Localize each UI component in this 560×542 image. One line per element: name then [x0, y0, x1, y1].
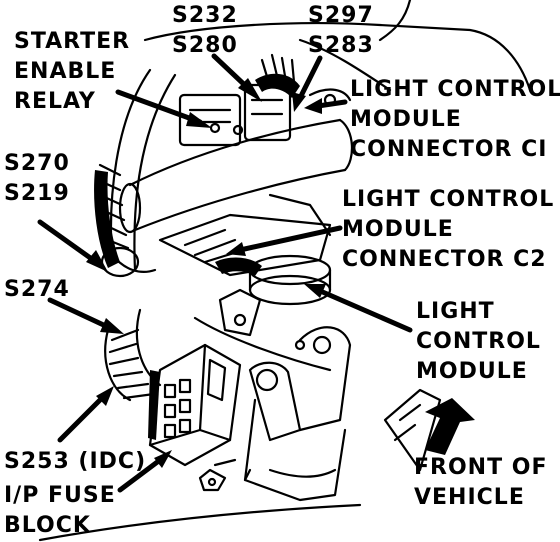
label-light-control-module-line1: LIGHT: [416, 299, 495, 324]
label-starter-enable-relay-line2: ENABLE: [14, 59, 116, 84]
label-s283: S283: [308, 33, 374, 58]
leader-ip-fuse-block: [117, 457, 163, 493]
leader-connector-c1: [315, 99, 348, 109]
leader-starter-enable-relay: [115, 89, 203, 125]
label-connector-c1-line1: LIGHT CONTROL: [350, 77, 560, 102]
label-connector-c2-line1: LIGHT CONTROL: [342, 187, 554, 212]
label-light-control-module-line2: CONTROL: [416, 329, 541, 354]
label-front-of-vehicle-line2: VEHICLE: [414, 485, 525, 510]
label-s280: S280: [172, 33, 238, 58]
label-connector-c2-line3: CONNECTOR C2: [342, 247, 547, 272]
illustration-dark-fills: [94, 73, 300, 440]
label-s274: S274: [4, 277, 70, 302]
callout-labels: S232 S280 S297 S283 STARTER ENABLE RELAY…: [4, 3, 560, 538]
label-ip-fuse-block-line2: BLOCK: [4, 513, 91, 538]
label-s297: S297: [308, 3, 374, 28]
label-connector-c1-line3: CONNECTOR CI: [350, 137, 548, 162]
leader-s274: [47, 297, 113, 331]
label-s219: S219: [4, 181, 70, 206]
label-light-control-module-line3: MODULE: [416, 359, 528, 384]
label-front-of-vehicle-line1: FRONT OF: [414, 455, 547, 480]
label-s253-idc: S253 (IDC): [4, 449, 146, 474]
label-connector-c2-line2: MODULE: [342, 217, 454, 242]
label-starter-enable-relay-line3: RELAY: [14, 89, 96, 114]
leader-connector-c2: [237, 225, 343, 253]
leader-s253: [57, 393, 107, 443]
front-of-vehicle-arrow-icon: [425, 398, 475, 455]
label-s270: S270: [4, 151, 70, 176]
leader-s283: [297, 55, 323, 101]
leader-arrows: [37, 53, 413, 493]
label-s232: S232: [172, 3, 238, 28]
label-ip-fuse-block-line1: I/P FUSE: [4, 483, 116, 508]
label-connector-c1-line2: MODULE: [350, 107, 462, 132]
leader-light-control-module: [315, 287, 413, 333]
label-starter-enable-relay-line1: STARTER: [14, 29, 130, 54]
leader-s270-s219: [37, 219, 99, 265]
